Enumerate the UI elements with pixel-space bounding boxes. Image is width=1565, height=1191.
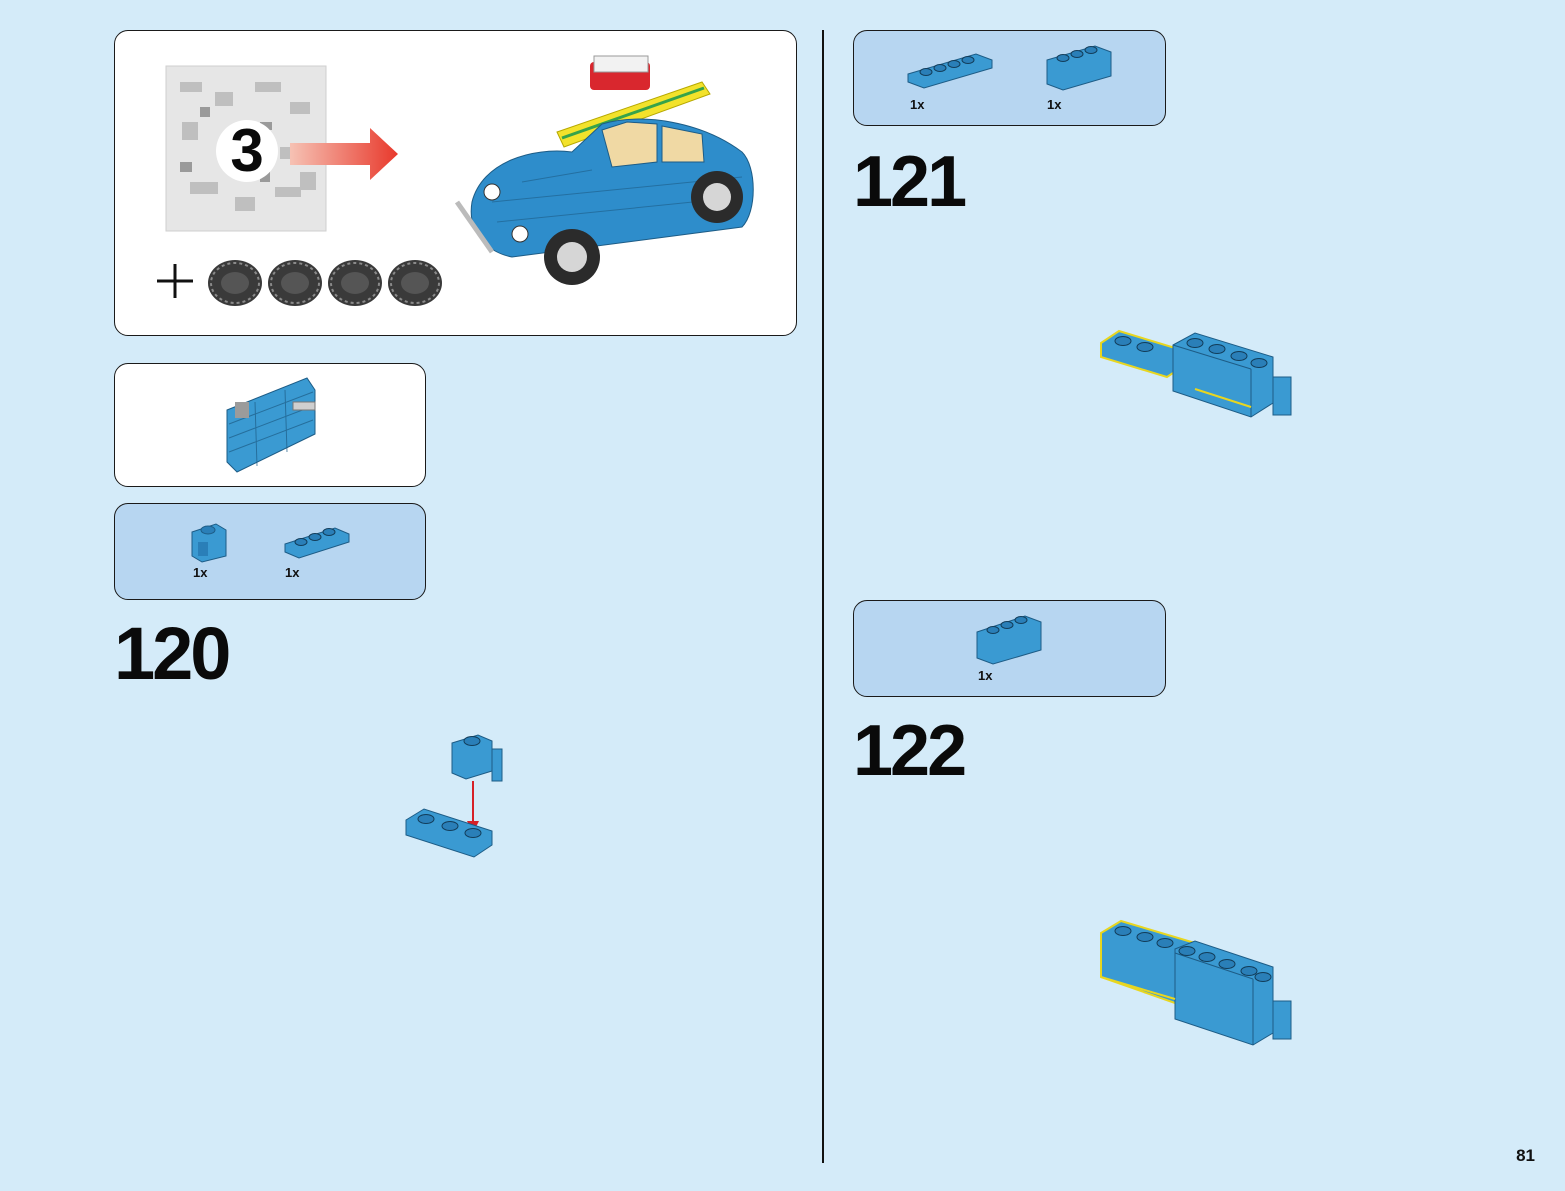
column-divider (822, 30, 824, 1163)
step-120-assembly-illustration (405, 734, 503, 858)
brick-1x3-part-icon (1046, 45, 1112, 91)
bracket-brick-part-icon (191, 523, 227, 563)
bag-arrow-icon (290, 128, 398, 180)
step-number: 120 (114, 612, 231, 695)
plus-icon (157, 264, 193, 298)
finished-car-illustration (454, 55, 754, 285)
bag-number-badge (216, 120, 278, 182)
plate-1x3-part-icon (284, 527, 350, 559)
parts-list-step-120 (114, 503, 426, 600)
brick-1x3-part-icon (976, 615, 1042, 665)
part-qty: 1x (193, 565, 208, 580)
parts-list-step-121 (853, 30, 1166, 126)
part-qty: 1x (978, 668, 993, 683)
part-qty: 1x (910, 97, 925, 112)
part-qty: 1x (1047, 97, 1062, 112)
tires-illustration (208, 260, 442, 306)
step-122-assembly-illustration (1100, 919, 1292, 1046)
plate-1x4-part-icon (907, 53, 993, 89)
step-number: 121 (853, 142, 967, 222)
bag-number: 3 (230, 117, 264, 184)
step-number: 122 (853, 711, 967, 791)
step-121-assembly-illustration (1100, 329, 1292, 418)
part-qty: 1x (285, 565, 300, 580)
page-number: 81 (1516, 1146, 1535, 1165)
submodel-door-illustration (226, 377, 316, 473)
